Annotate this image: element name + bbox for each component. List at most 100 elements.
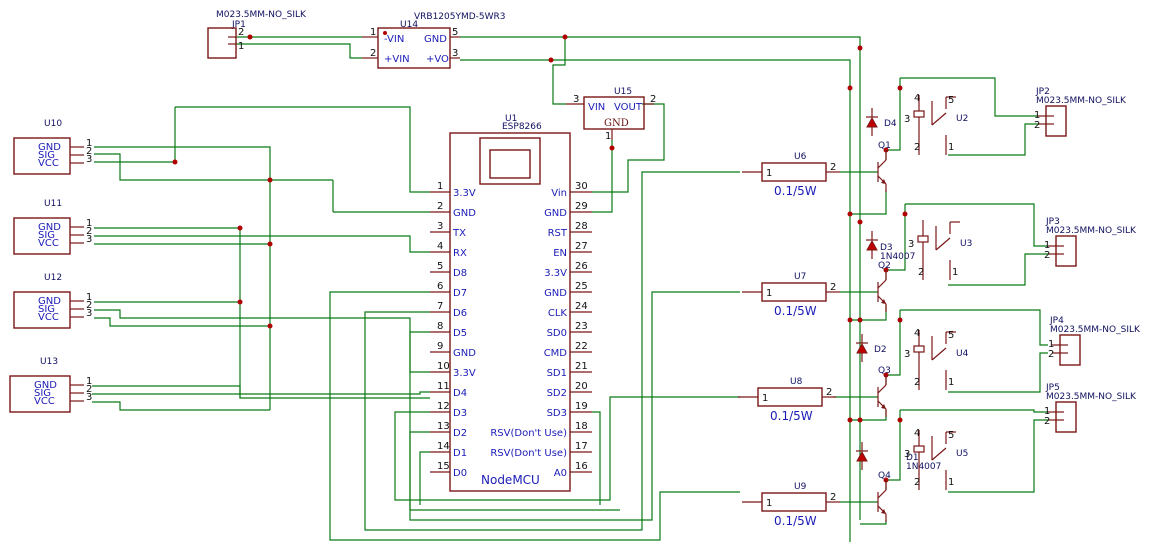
u1-left-pins: 13.3V2GND3TX4RX5D86D77D68D59GND103.3V11D… (430, 181, 476, 479)
jp-p2: 2 (1048, 349, 1054, 360)
jp-p2: 2 (1044, 250, 1050, 261)
u1-right-pin-label: Vin (551, 188, 567, 199)
transistor-ref: Q3 (878, 366, 891, 376)
connector-jp1: M023.5MM-NO_SILK JP1 2 1 (207, 10, 307, 59)
u1-left-pin-label: RX (453, 248, 467, 259)
jp1-ref: JP1 (231, 20, 246, 30)
u15-p3: 3 (573, 94, 579, 105)
transistor-arrow (881, 404, 886, 409)
relay-p3: 3 (904, 449, 910, 460)
relay-ref: U4 (956, 349, 969, 359)
diode-value: 1N4007 (906, 462, 941, 472)
sensor-pin-label: GND (38, 222, 61, 233)
relay-p5: 5 (948, 430, 954, 441)
u1-left-pin-num: 13 (437, 421, 450, 432)
relay-p2: 2 (918, 267, 924, 278)
u15-vin: VIN (588, 102, 605, 113)
sensor-pin-num: 2 (86, 384, 92, 395)
u1-right-pin-num: 24 (575, 301, 588, 312)
sensor-pin-num: 3 (86, 154, 92, 165)
u1-left-pin-num: 5 (437, 261, 443, 272)
u1-left-pin-num: 6 (437, 281, 443, 292)
sensor-ref: U12 (44, 273, 62, 283)
jp-value: M023.5MM-NO_SILK (1036, 96, 1127, 106)
u1-left-pin-num: 4 (437, 241, 443, 252)
sensor-pin-label: GND (34, 380, 57, 391)
sensor-body (9, 375, 71, 413)
sensor-pin-num: 1 (86, 218, 92, 229)
u1-ref: U1 (505, 114, 517, 124)
relay-p3: 3 (904, 349, 910, 360)
jp-p2: 2 (1034, 120, 1040, 131)
u1-right-pin-num: 17 (575, 441, 588, 452)
u14-ref: U14 (400, 20, 418, 30)
resistor-ref: U7 (794, 272, 806, 282)
wires (92, 36, 1048, 542)
sensor-body (13, 217, 71, 255)
u1-left-pin-label: D4 (453, 388, 467, 399)
u1-value: ESP8266 (502, 122, 542, 132)
transistor-collector (877, 159, 887, 169)
u1-left-pin-label: 3.3V (453, 368, 476, 379)
u1-right-pin-num: 26 (575, 261, 588, 272)
resistor-value: 0.1/5W (770, 409, 813, 423)
resistor-p1: 1 (766, 168, 772, 179)
u15-p1: 1 (605, 131, 611, 142)
transistor-collector (877, 489, 887, 499)
resistor-value: 0.1/5W (774, 304, 817, 318)
u1-right-pin-label: RSV(Don't Use) (490, 428, 567, 439)
jp-ref: JP3 (1045, 217, 1060, 227)
u1-right-pin-num: 27 (575, 241, 588, 252)
relay-coil (913, 345, 925, 353)
relay-p5: 5 (948, 95, 954, 106)
u1-right-pin-num: 30 (575, 181, 588, 192)
jp-ref: JP2 (1035, 87, 1050, 97)
relay-switch (931, 347, 947, 361)
jp-value: M023.5MM-NO_SILK (1046, 392, 1137, 402)
resistor-p2: 2 (830, 162, 836, 173)
u15-vout: VOUT (614, 102, 643, 113)
resistor-p1: 1 (762, 393, 768, 404)
sensor-pin-num: 2 (86, 226, 92, 237)
resistor-p1: 1 (766, 288, 772, 299)
regulator-u14: VRB1205YMD-5WR3 U14 -VIN +VIN GND +VO 1 … (362, 12, 506, 69)
resistor-value: 0.1/5W (774, 184, 817, 198)
u14-gnd: GND (424, 34, 447, 45)
u1-right-pin-num: 21 (575, 361, 588, 372)
u14-vin-neg: -VIN (384, 34, 404, 45)
sensor-pin-label: SIG (34, 388, 51, 399)
diode-ref: D4 (884, 119, 897, 129)
u1-left-pin-label: D1 (453, 448, 467, 459)
transistor-ref: Q2 (878, 261, 891, 271)
relay-p3: 3 (904, 114, 910, 125)
relay-switch (931, 447, 947, 461)
jp-p1: 1 (1044, 406, 1050, 417)
u15-p2: 2 (650, 94, 656, 105)
jp-body (1059, 334, 1081, 366)
diode-body (856, 342, 868, 354)
jp-body (1055, 401, 1077, 433)
relay-ref: U2 (956, 114, 968, 124)
output-connectors: JP2M023.5MM-NO_SILK12JP3M023.5MM-NO_SILK… (1034, 87, 1141, 433)
diode-ref: D1 (906, 453, 919, 463)
u1-left-pin-num: 12 (437, 401, 450, 412)
jp1-pin1: 1 (238, 41, 244, 52)
jp-ref: JP4 (1049, 316, 1064, 326)
u1-right-pin-num: 25 (575, 281, 588, 292)
u14-p1: 1 (370, 27, 376, 38)
u1-right-pins: 30Vin29GND28RST27EN263.3V25GND24CLK23SD0… (490, 181, 592, 479)
u15-gnd: GND (604, 118, 629, 129)
sensor-pin-num: 3 (86, 234, 92, 245)
sensor-pin-label: GND (38, 142, 61, 153)
resistor-ref: U9 (794, 482, 807, 492)
relay-p1: 1 (948, 377, 954, 388)
sensor-pin-label: VCC (34, 396, 55, 407)
sensor-pin-num: 3 (86, 308, 92, 319)
relay-p1: 1 (952, 267, 958, 278)
u1-left-pin-num: 11 (437, 381, 450, 392)
jp-value: M023.5MM-NO_SILK (1050, 325, 1141, 335)
u1-right-pin-num: 16 (575, 461, 588, 472)
